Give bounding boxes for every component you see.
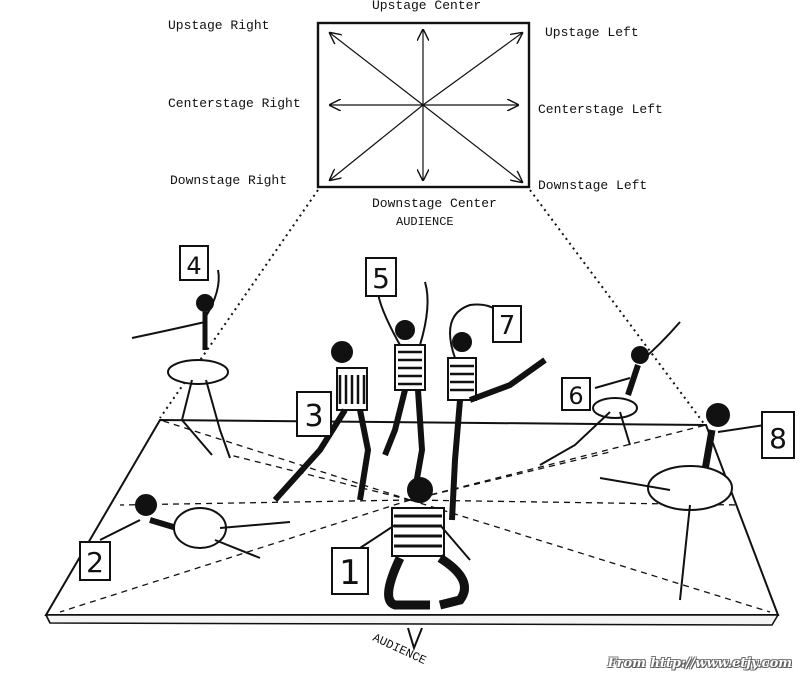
dancer-card-2-number: 2	[86, 546, 104, 579]
dancer-7	[447, 303, 547, 521]
dancer-6	[539, 321, 681, 466]
label-upstage-left: Upstage Left	[545, 25, 639, 40]
dancer-8	[599, 403, 766, 601]
dancer-card-3: 3	[296, 391, 332, 437]
dancer-card-7-number: 7	[499, 311, 516, 341]
direction-arrows	[330, 30, 522, 182]
dancer-card-6-number: 6	[568, 382, 583, 410]
dancer-card-1-number: 1	[339, 553, 361, 593]
dancer-card-3-number: 3	[304, 399, 323, 434]
dancer-4	[131, 269, 231, 459]
dancer-card-8-number: 8	[769, 422, 787, 455]
dancer-3	[272, 341, 372, 503]
dancer-1	[359, 477, 471, 610]
label-downstage-left: Downstage Left	[538, 178, 648, 193]
watermark: From http://www.etjy.com	[607, 656, 792, 671]
label-audience-top: AUDIENCE	[396, 215, 454, 229]
label-centerstage-left: Centerstage Left	[538, 102, 663, 117]
audience-label-bottom: AUDIENCE	[370, 631, 428, 668]
audience-arrow-icon	[407, 627, 423, 652]
dancer-card-4-number: 4	[186, 252, 201, 280]
label-centerstage-right: Centerstage Right	[168, 96, 301, 111]
dancer-2	[99, 494, 291, 559]
dancer-5	[376, 281, 429, 491]
dancer-card-5: 5	[365, 257, 397, 297]
dancer-card-2: 2	[79, 541, 111, 581]
label-downstage-center: Downstage Center	[372, 196, 497, 211]
label-upstage-right: Upstage Right	[168, 18, 270, 33]
label-downstage-right: Downstage Right	[170, 173, 288, 188]
perspective-lines	[159, 189, 706, 426]
dancer-card-5-number: 5	[372, 262, 390, 295]
dancer-card-6: 6	[561, 377, 591, 411]
dancer-card-1: 1	[331, 547, 369, 595]
label-upstage-center: Upstage Center	[372, 0, 482, 13]
dancer-card-4: 4	[179, 245, 209, 281]
stage-directions-box	[316, 21, 531, 189]
dancer-card-7: 7	[492, 305, 522, 343]
dancer-card-8: 8	[761, 411, 795, 459]
